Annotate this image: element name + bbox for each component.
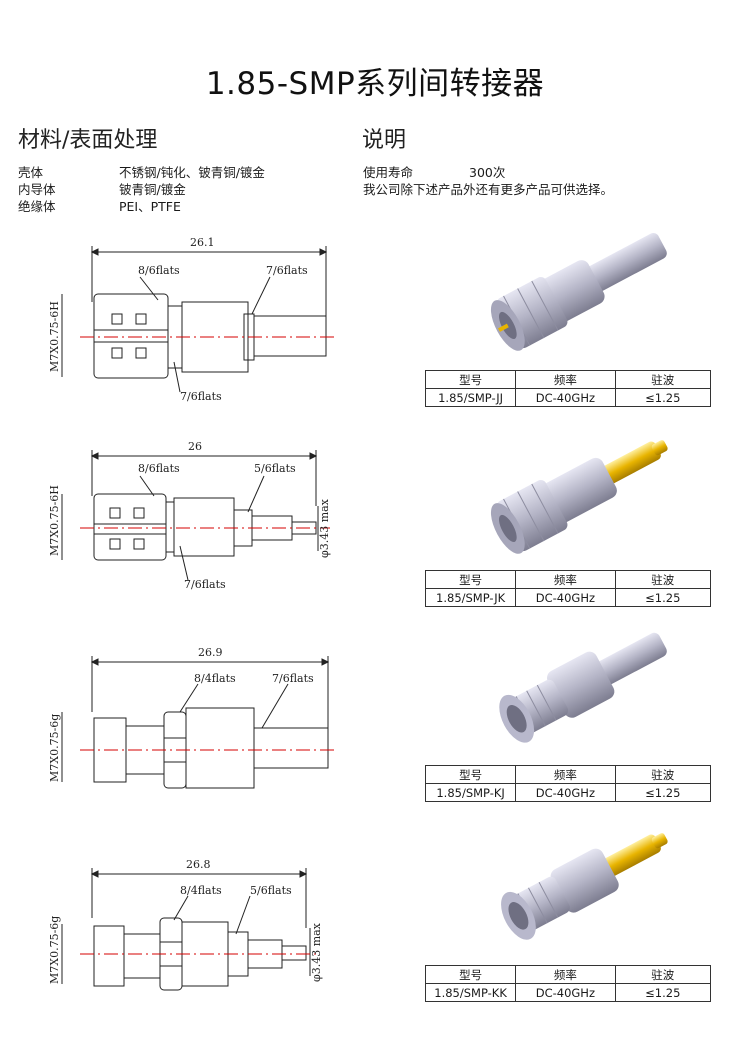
header-freq: 频率: [515, 765, 616, 784]
dim-thread: M7X0.75-6g: [48, 714, 61, 782]
spec-row: 1.85/SMP-KK DC-40GHz ≤1.25: [424, 983, 712, 1002]
dim-flats-c: 7/6flats: [184, 578, 226, 591]
description-heading: 说明: [362, 128, 407, 153]
materials-heading: 材料/表面处理: [18, 128, 158, 153]
dim-thread: M7X0.75-6g: [48, 916, 61, 984]
cell-vswr: ≤1.25: [614, 983, 712, 1002]
dim-flats-b: 7/6flats: [266, 264, 308, 277]
header-vswr: 驻波: [614, 765, 712, 784]
description-block: 使用寿命 300次 我公司除下述产品外还有更多产品可供选择。: [363, 164, 613, 198]
cell-model: 1.85/SMP-JK: [424, 588, 517, 607]
product-photo-jj-svg: [490, 233, 667, 351]
drawing-kj-svg: 26.9 8/4flats 7/6flats M7X0.75-6g: [48, 646, 338, 789]
header-freq: 频率: [515, 570, 616, 589]
material-part: 内导体: [18, 182, 56, 197]
material-value: PEI、PTFE: [119, 199, 181, 214]
product-photo-kj: [460, 620, 690, 764]
header-model: 型号: [424, 965, 517, 984]
product-photo-jk: [460, 425, 690, 569]
dim-flats-b: 7/6flats: [272, 672, 314, 685]
dim-length: 26: [188, 440, 202, 453]
product-photo-kj-svg: [499, 632, 667, 743]
dim-flats-a: 8/4flats: [194, 672, 236, 685]
dim-flats-b: 5/6flats: [250, 884, 292, 897]
life-row: 使用寿命 300次: [363, 164, 613, 181]
material-row: 壳体 不锈钢/钝化、铍青铜/镀金: [18, 164, 265, 181]
header-freq: 频率: [515, 965, 616, 984]
dim-length: 26.1: [190, 236, 215, 249]
life-value: 300次: [469, 165, 506, 180]
spec-table-jk: 型号 频率 驻波 1.85/SMP-JK DC-40GHz ≤1.25: [424, 570, 712, 607]
cell-freq: DC-40GHz: [515, 588, 616, 607]
spec-row: 1.85/SMP-JJ DC-40GHz ≤1.25: [424, 388, 712, 407]
cell-freq: DC-40GHz: [515, 983, 616, 1002]
product-photo-jk-svg: [490, 440, 668, 554]
cell-vswr: ≤1.25: [614, 783, 712, 802]
description-note: 我公司除下述产品外还有更多产品可供选择。: [363, 182, 614, 197]
dim-diameter: φ3.43 max: [310, 922, 323, 982]
header-vswr: 驻波: [614, 965, 712, 984]
product-photo-jj: [460, 222, 690, 366]
material-row: 内导体 铍青铜/镀金: [18, 181, 265, 198]
dim-thread: M7X0.75-6H: [48, 485, 61, 556]
cell-model: 1.85/SMP-KJ: [424, 783, 517, 802]
dim-diameter: φ3.43 max: [318, 498, 331, 558]
cell-model: 1.85/SMP-JJ: [424, 388, 517, 407]
cell-model: 1.85/SMP-KK: [424, 983, 517, 1002]
header-model: 型号: [424, 370, 517, 389]
cell-freq: DC-40GHz: [515, 783, 616, 802]
header-vswr: 驻波: [614, 570, 712, 589]
materials-list: 壳体 不锈钢/钝化、铍青铜/镀金 内导体 铍青铜/镀金 绝缘体 PEI、PTFE: [18, 164, 265, 215]
drawing-jj: 26.1 8/6flats 7/6flats 7/6flats M7X0.75-…: [40, 232, 350, 412]
spec-table-kk: 型号 频率 驻波 1.85/SMP-KK DC-40GHz ≤1.25: [424, 965, 712, 1002]
dim-flats-b: 5/6flats: [254, 462, 296, 475]
dim-thread: M7X0.75-6H: [48, 301, 61, 372]
dim-flats-a: 8/4flats: [180, 884, 222, 897]
header-model: 型号: [424, 765, 517, 784]
dim-length: 26.9: [198, 646, 223, 659]
header-freq: 频率: [515, 370, 616, 389]
header-model: 型号: [424, 570, 517, 589]
cell-freq: DC-40GHz: [515, 388, 616, 407]
spec-row: 1.85/SMP-KJ DC-40GHz ≤1.25: [424, 783, 712, 802]
dim-flats-a: 8/6flats: [138, 264, 180, 277]
spec-table-jj: 型号 频率 驻波 1.85/SMP-JJ DC-40GHz ≤1.25: [424, 370, 712, 407]
spec-header-row: 型号 频率 驻波: [424, 370, 712, 389]
spec-table-kj: 型号 频率 驻波 1.85/SMP-KJ DC-40GHz ≤1.25: [424, 765, 712, 802]
spec-row: 1.85/SMP-JK DC-40GHz ≤1.25: [424, 588, 712, 607]
product-photo-kk-svg: [501, 833, 668, 940]
material-value: 不锈钢/钝化、铍青铜/镀金: [119, 165, 265, 180]
life-label: 使用寿命: [363, 165, 414, 180]
drawing-kk-svg: 26.8 8/4flats 5/6flats M7X0.75-6g φ3.43 …: [48, 858, 323, 991]
spec-header-row: 型号 频率 驻波: [424, 965, 712, 984]
product-photo-kk: [460, 818, 690, 962]
dim-flats-a: 8/6flats: [138, 462, 180, 475]
drawing-jk-svg: 26 8/6flats 5/6flats 7/6flats M7X0.75-6H…: [48, 440, 331, 591]
dim-flats-c: 7/6flats: [180, 390, 222, 403]
material-value: 铍青铜/镀金: [119, 182, 186, 197]
drawing-kk: 26.8 8/4flats 5/6flats M7X0.75-6g φ3.43 …: [40, 858, 350, 1018]
drawing-jj-svg: 26.1 8/6flats 7/6flats 7/6flats M7X0.75-…: [48, 236, 336, 403]
material-part: 壳体: [18, 165, 44, 180]
page-title: 1.85-SMP系列间转接器: [205, 66, 545, 102]
drawing-kj: 26.9 8/4flats 7/6flats M7X0.75-6g: [40, 642, 350, 802]
material-part: 绝缘体: [18, 199, 56, 214]
dim-length: 26.8: [186, 858, 211, 871]
cell-vswr: ≤1.25: [614, 388, 712, 407]
material-row: 绝缘体 PEI、PTFE: [18, 198, 265, 215]
spec-header-row: 型号 频率 驻波: [424, 765, 712, 784]
spec-header-row: 型号 频率 驻波: [424, 570, 712, 589]
drawing-jk: 26 8/6flats 5/6flats 7/6flats M7X0.75-6H…: [40, 436, 350, 601]
header-vswr: 驻波: [614, 370, 712, 389]
cell-vswr: ≤1.25: [614, 588, 712, 607]
